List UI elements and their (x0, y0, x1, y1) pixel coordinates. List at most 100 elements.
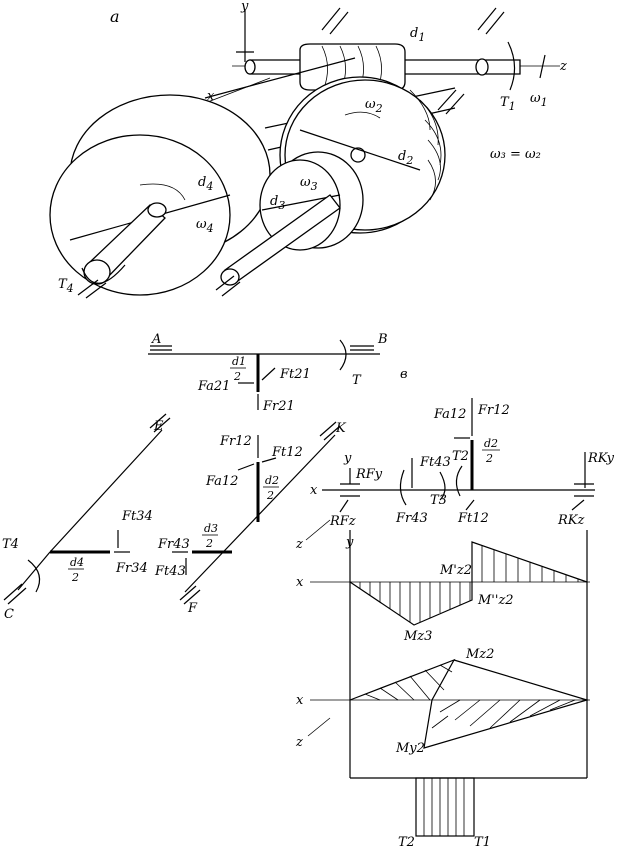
label-x-diag1: x (296, 575, 304, 590)
label-omega3: ω3 (300, 175, 318, 193)
bearing-slash-4 (485, 11, 505, 35)
label-RFz: RFz (329, 514, 356, 529)
T3-arrow (439, 471, 446, 501)
Ft12-right-arrow (465, 499, 475, 511)
T1-rotation-arrow (507, 41, 516, 91)
force-schematic: A B T в d1 2 Fa21 Ft21 Fr21 E Fr (2, 332, 615, 622)
label-z-right: z (295, 537, 303, 552)
my-diagram-outline (349, 658, 590, 749)
label-A: A (151, 332, 161, 347)
label-C: C (4, 607, 14, 622)
label-RFy: RFy (355, 467, 383, 482)
label-d3: d3 (270, 194, 285, 212)
label-d4-frac-num: d4 (70, 556, 84, 569)
gear-3 (259, 159, 341, 251)
label-T4-top: T4 (58, 277, 74, 295)
T1-mid-arrow (339, 339, 347, 371)
bearing-slash-3 (477, 7, 497, 31)
label-Ft43-left: Ft43 (154, 564, 186, 579)
input-shaft-end-right (475, 58, 489, 76)
label-K: K (335, 421, 347, 436)
output-shaft-4-tip (147, 202, 167, 218)
bearing-E-2 (153, 417, 171, 433)
omega4-arrow (139, 183, 186, 201)
bearing-C-1 (3, 583, 23, 601)
bearing-E-1 (149, 413, 167, 429)
bearing-slash-5 (437, 89, 457, 111)
input-shaft-end-left (244, 59, 256, 75)
label-d1: d1 (410, 26, 425, 44)
label-Ft21: Ft21 (279, 367, 311, 382)
worm-wheel-teeth (409, 89, 442, 201)
label-d2-frac-num-left: d2 (265, 474, 279, 487)
shaft-EC (49, 429, 163, 553)
label-d1-frac-num: d1 (232, 355, 246, 368)
mz-hatch (359, 546, 579, 622)
x-axis-top (199, 77, 271, 106)
label-d2-frac-den-right: 2 (485, 452, 493, 465)
label-omega1: ω1 (530, 91, 548, 109)
label-x-diag2: x (296, 693, 304, 708)
worm-threads (321, 45, 382, 89)
gearbox-sketch: a y z x d1 T1 ω1 ω2 d2 ω₃ = ω₂ d4 ω4 ω3 … (49, 0, 567, 299)
bearing-slash-6 (445, 93, 465, 115)
d2-dim-line (299, 129, 421, 171)
intermediate-bearing-2 (221, 281, 241, 297)
label-T1-bottom: T1 (474, 835, 491, 849)
label-Fr34: Fr34 (115, 561, 148, 576)
label-T3: T3 (430, 493, 447, 508)
label-F: F (187, 601, 198, 616)
label-Fr12-left: Fr12 (219, 434, 252, 449)
label-d2: d2 (398, 149, 413, 167)
mz-diagram-outline (349, 541, 588, 626)
label-y-top: y (240, 0, 249, 14)
RKz-arrow (571, 499, 585, 511)
worm-wheel-hub (350, 147, 366, 163)
T2-arrow (455, 465, 463, 497)
label-RKy: RKy (587, 451, 615, 466)
bearing-F-1 (179, 585, 197, 601)
Ft21-arrow (261, 367, 276, 381)
label-Ft12-left: Ft12 (271, 445, 303, 460)
bearing-slash-1 (321, 7, 341, 31)
label-x-top: x (207, 89, 215, 104)
Fa12-left-arrow (237, 463, 255, 471)
label-T2-bottom: T2 (398, 835, 415, 849)
label-T1-mid: T (352, 373, 362, 388)
label-d2-frac-num-right: d2 (484, 437, 498, 450)
shaft-4-bearing-1 (77, 279, 99, 296)
z-axis-right (305, 519, 331, 541)
torque-rect (415, 777, 475, 837)
shaft-frame-1 (204, 57, 356, 99)
label-fig-a: a (110, 7, 120, 26)
z-axis-diag2 (307, 717, 331, 737)
T4-top-arrow (81, 264, 126, 284)
label-RKz: RKz (557, 513, 585, 528)
Fr43-right-path (399, 469, 407, 506)
label-y-diag: y (345, 535, 354, 550)
label-T2: T2 (452, 449, 469, 464)
label-omega2: ω2 (365, 97, 383, 115)
label-Ft12-right: Ft12 (457, 511, 489, 526)
bearing-C-2 (7, 587, 27, 605)
label-Mz2p: M'z2 (439, 563, 472, 578)
Ft12-left-arrow (261, 457, 277, 463)
RFz-arrow (339, 499, 349, 513)
label-omega-eq: ω₃ = ω₂ (490, 147, 541, 162)
label-d3-frac-num: d3 (204, 522, 218, 535)
moment-diagrams: y x M'z2 M''z2 Mz3 Mz2 x z My2 T2 T1 (295, 530, 590, 849)
intermediate-shaft-end (220, 268, 240, 286)
label-d2-frac-den-left: 2 (266, 489, 274, 502)
label-Fr12-right: Fr12 (477, 403, 510, 418)
bearing-K-2 (323, 425, 341, 441)
label-Mz3: Mz3 (403, 629, 432, 644)
label-d4: d4 (198, 175, 213, 193)
label-omega4: ω4 (196, 217, 214, 235)
bearing-K-1 (319, 421, 337, 437)
label-y-right: y (343, 451, 352, 466)
T4-low-arrow (27, 559, 41, 593)
label-B: B (377, 332, 388, 347)
shaft-4-bearing-2 (85, 282, 107, 299)
label-T1-top: T1 (500, 95, 516, 113)
label-d1-frac-den: 2 (233, 370, 241, 383)
